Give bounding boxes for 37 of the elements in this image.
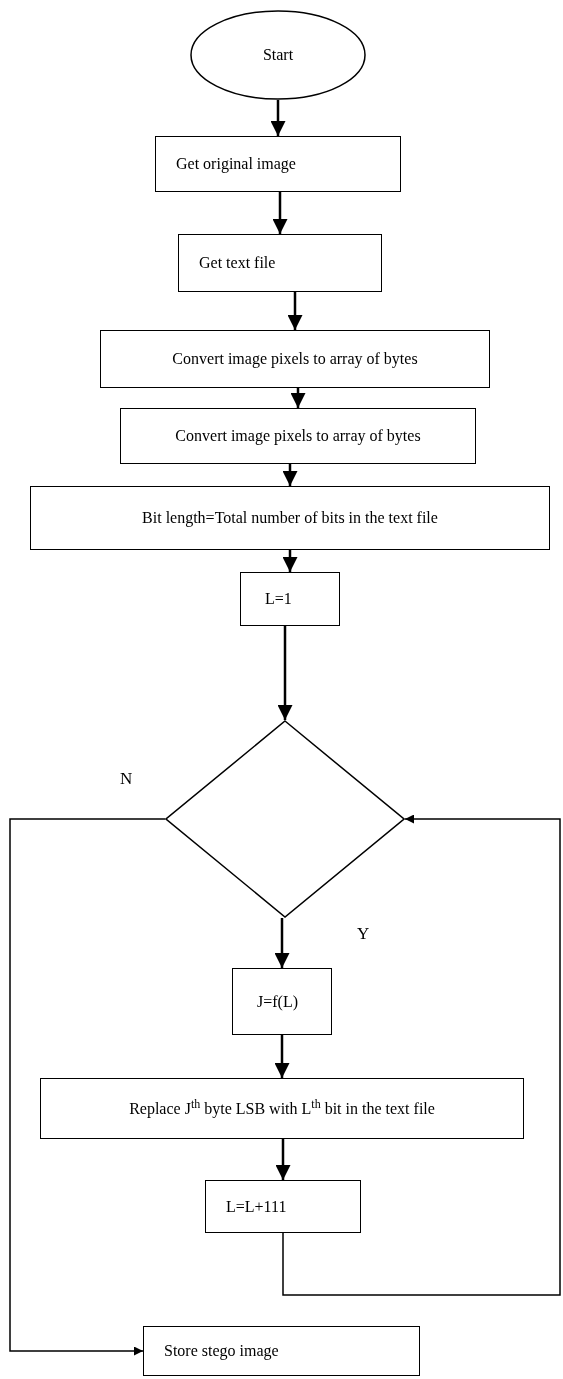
- arrow: [274, 918, 290, 968]
- step-text: Bit length=Total number of bits in the text file: [142, 508, 438, 528]
- arrow: [282, 464, 298, 486]
- process-box: [240, 572, 340, 626]
- step-text: Get original image: [176, 154, 296, 174]
- arrow: [287, 292, 303, 330]
- step-text: Start: [262, 45, 294, 65]
- arrow: [275, 1139, 291, 1180]
- step-text: Convert image pixels to array of bytes: [175, 426, 421, 446]
- step-text: J=f(L): [257, 991, 298, 1012]
- process-box: [30, 486, 550, 550]
- arrow: [282, 814, 561, 1296]
- process-box: [232, 968, 332, 1035]
- process-box: [143, 1326, 420, 1376]
- process-box: [120, 408, 476, 464]
- step-text: Replace J$^{th}$ byte LSB with L$^{th}$ bit in the text file: [129, 1098, 435, 1119]
- arrow: [277, 626, 293, 720]
- edge-label: Y: [357, 925, 370, 942]
- arrow: [9, 818, 166, 1356]
- process-box: [40, 1078, 524, 1139]
- process-box: [100, 330, 490, 388]
- step-text: L=1: [265, 589, 292, 609]
- step-text: Store stego image: [164, 1341, 279, 1361]
- process-box: [205, 1180, 361, 1233]
- arrow: [274, 1035, 290, 1078]
- step-text: Convert image pixels to array of bytes: [172, 349, 418, 369]
- edge-label: N: [120, 770, 133, 787]
- arrow: [282, 550, 298, 572]
- arrow: [270, 100, 286, 136]
- process-box: [178, 234, 382, 292]
- step-text: Get text file: [199, 253, 276, 273]
- arrow: [290, 388, 306, 408]
- start-ellipse: [190, 10, 366, 100]
- decision-diamond: [165, 720, 405, 918]
- arrow: [272, 192, 288, 234]
- step-text: L=L+111: [226, 1196, 287, 1217]
- process-box: [155, 136, 401, 192]
